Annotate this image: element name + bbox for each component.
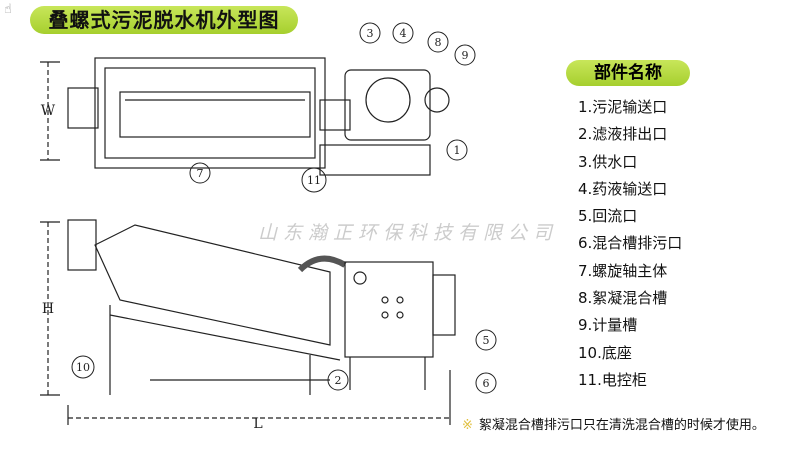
footnote: ※ 絮凝混合槽排污口只在清洗混合槽的时候才使用。 xyxy=(462,414,765,433)
part-item: 6.混合槽排污口 xyxy=(578,234,683,253)
callout-3: 3 xyxy=(367,27,374,40)
callout-4: 4 xyxy=(400,27,407,40)
watermark: 山东瀚正环保科技有限公司 xyxy=(258,222,559,244)
part-item: 8.絮凝混合槽 xyxy=(578,289,668,308)
part-item: 11.电控柜 xyxy=(578,370,647,389)
callout-2: 2 xyxy=(335,374,342,387)
part-item: 1.污泥输送口 xyxy=(578,98,668,116)
dim-h: H xyxy=(42,301,54,317)
hand-icon: ☝ xyxy=(4,2,12,17)
callout-6: 6 xyxy=(483,377,490,390)
dim-w: W xyxy=(41,103,56,119)
callout-10: 10 xyxy=(76,361,90,374)
part-item: 7.螺旋轴主体 xyxy=(578,261,668,280)
callout-5: 5 xyxy=(483,334,490,347)
top-view xyxy=(40,57,450,176)
callout-7: 7 xyxy=(197,167,204,180)
part-item: 5.回流口 xyxy=(578,207,638,226)
part-item: 4.药液输送口 xyxy=(578,179,668,198)
part-item: 3.供水口 xyxy=(578,152,638,171)
note-text: 絮凝混合槽排污口只在清洗混合槽的时候才使用。 xyxy=(478,418,765,433)
callout-11: 11 xyxy=(307,174,321,187)
note-symbol: ※ xyxy=(462,418,473,433)
part-item: 10.底座 xyxy=(578,343,632,362)
diagram-title: 叠螺式污泥脱水机外型图 xyxy=(30,6,298,34)
side-view xyxy=(40,219,456,425)
callout-8: 8 xyxy=(435,36,442,49)
callout-9: 9 xyxy=(462,49,469,62)
callout-1: 1 xyxy=(454,144,461,157)
parts-title: 部件名称 xyxy=(566,60,690,86)
dim-l: L xyxy=(253,416,262,432)
part-item: 2.滤液排出口 xyxy=(578,125,668,144)
part-item: 9.计量槽 xyxy=(578,316,638,335)
parts-list: 1.污泥输送口 2.滤液排出口 3.供水口 4.药液输送口 5.回流口 6.混合… xyxy=(578,94,682,394)
